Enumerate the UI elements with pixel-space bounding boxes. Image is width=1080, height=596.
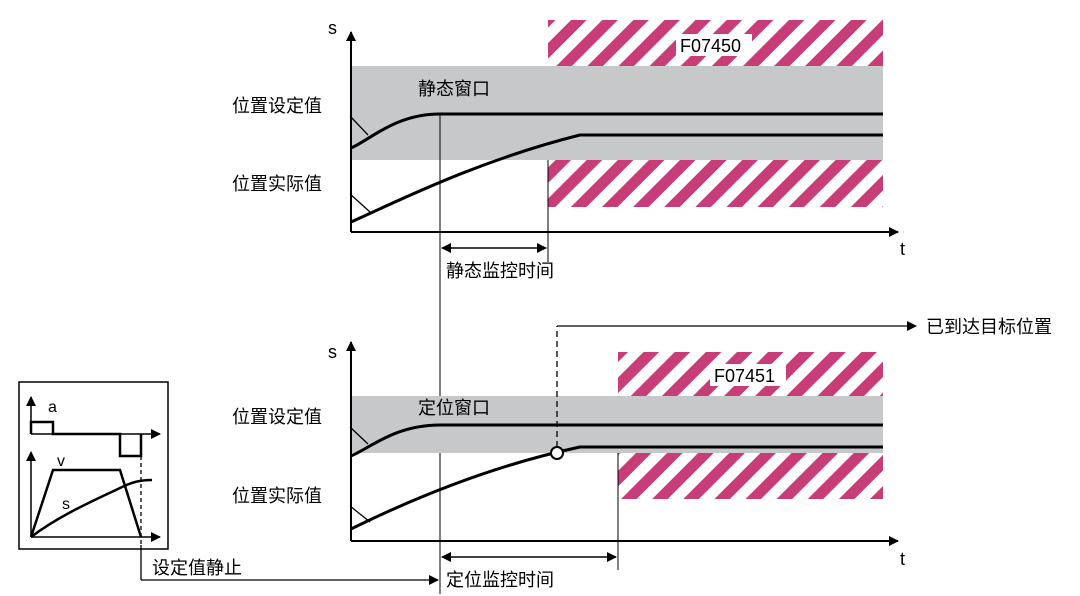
bottom-setpoint-leader	[349, 426, 369, 445]
top-y-axis-label: s	[328, 18, 337, 38]
top-error-zone-lower	[548, 160, 883, 207]
inset-frame	[18, 381, 169, 550]
top-setpoint-label: 位置设定值	[232, 96, 322, 117]
bottom-diagram: F07451 定位窗口 s t 位置设定值 位置实际值 已到达目标位置 定位监控…	[232, 317, 1052, 591]
motion-profile-inset: a v s	[18, 381, 169, 550]
inset-a-label: a	[48, 399, 57, 416]
inset-acceleration-curve	[29, 420, 143, 458]
bottom-setpoint-curve	[350, 423, 883, 458]
inset-s-label: s	[62, 496, 70, 513]
bottom-time-label: 定位监控时间	[446, 570, 554, 591]
bottom-error-label-bg	[710, 364, 786, 386]
top-x-axis-label: t	[900, 239, 905, 259]
top-time-label: 静态监控时间	[446, 261, 554, 282]
setpoint-stop-label: 设定值静止	[152, 558, 242, 579]
bottom-y-axis-label: s	[328, 342, 337, 362]
top-window-label: 静态窗口	[418, 79, 490, 100]
top-diagram: F07450 静态窗口 s t 位置设定值 位置实际值 静态监控时间	[232, 18, 905, 594]
top-actual-curve	[350, 133, 883, 224]
bottom-actual-leader	[349, 505, 371, 523]
top-error-code: F07450	[680, 36, 741, 56]
bottom-error-zone-lower	[618, 453, 883, 499]
bottom-x-axis-label: t	[900, 549, 905, 569]
bottom-error-code: F07451	[714, 366, 775, 386]
inset-velocity-curve	[29, 468, 143, 538]
setpoint-stop-indicator: 设定值静止	[140, 545, 439, 585]
bottom-window-label: 定位窗口	[418, 398, 490, 419]
bottom-actual-label: 位置实际值	[232, 486, 322, 507]
inset-v-label: v	[57, 453, 65, 470]
top-actual-leader	[349, 193, 371, 213]
target-reached-point	[550, 446, 564, 460]
top-actual-label: 位置实际值	[232, 174, 322, 195]
bottom-setpoint-label: 位置设定值	[232, 407, 322, 428]
top-setpoint-leader	[349, 115, 369, 136]
top-setpoint-curve	[350, 112, 883, 150]
top-error-label-bg	[676, 34, 752, 56]
target-reached-label: 已到达目标位置	[926, 317, 1052, 338]
